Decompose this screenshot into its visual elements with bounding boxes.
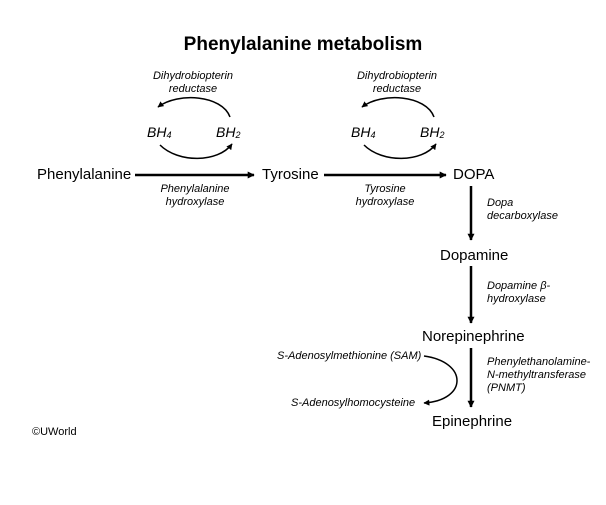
node-norepinephrine: Norepinephrine bbox=[422, 328, 525, 345]
bh2-label-2: BH2 bbox=[420, 124, 445, 140]
copyright-label: ©UWorld bbox=[32, 426, 77, 438]
node-epinephrine: Epinephrine bbox=[432, 413, 513, 430]
tyrosine-hydroxylase-label: Tyrosine hydroxylase bbox=[355, 183, 415, 208]
dihydrobiopterin-reductase-label-2: Dihydrobiopterin reductase bbox=[356, 70, 438, 95]
dopamine-beta-hydroxylase-label: Dopamine β- hydroxylase bbox=[487, 280, 551, 305]
node-tyrosine: Tyrosine bbox=[262, 166, 319, 183]
bh4-label-1: BH4 bbox=[147, 124, 172, 140]
node-dopa: DOPA bbox=[453, 166, 495, 183]
node-phenylalanine: Phenylalanine bbox=[37, 166, 132, 183]
diagram-title: Phenylalanine metabolism bbox=[183, 34, 423, 55]
pnmt-label: Phenylethanolamine- N-methyltransferase … bbox=[487, 356, 591, 394]
node-dopamine: Dopamine bbox=[440, 247, 509, 264]
cycle-arrow-top-left bbox=[157, 96, 231, 118]
sam-label: S-Adenosylmethionine (SAM) bbox=[277, 350, 422, 362]
cycle-arrow-top-right bbox=[361, 96, 435, 118]
sam-to-sah-arrow bbox=[423, 355, 458, 406]
cycle-arrow-bottom-left bbox=[159, 143, 233, 160]
sah-label: S-Adenosylhomocysteine bbox=[291, 397, 416, 409]
bh2-label-1: BH2 bbox=[216, 124, 241, 140]
dopa-decarboxylase-label: Dopa decarboxylase bbox=[487, 197, 558, 222]
dihydrobiopterin-reductase-label-1: Dihydrobiopterin reductase bbox=[152, 70, 234, 95]
bh4-label-2: BH4 bbox=[351, 124, 376, 140]
cycle-arrow-bottom-right bbox=[363, 143, 437, 160]
phenylalanine-hydroxylase-label: Phenylalanine hydroxylase bbox=[160, 183, 230, 208]
